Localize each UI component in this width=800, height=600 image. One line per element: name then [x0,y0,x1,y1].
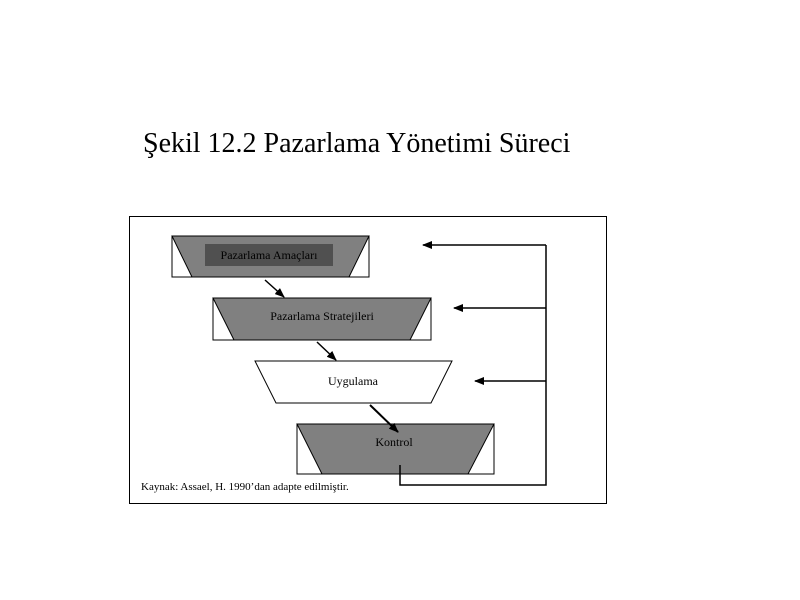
arrow-step1-to-step2 [264,279,285,298]
step-3-label: Uygulama [328,374,379,388]
arrow-step3-to-step4 [369,404,399,433]
step-2-label: Pazarlama Stratejileri [270,309,374,323]
feedback-loop [399,241,547,486]
step-2-box: Pazarlama Stratejileri [212,297,432,341]
diagram-frame [129,216,607,504]
step-1-box: Pazarlama Amaçları [171,235,370,278]
step-3-box: Uygulama [254,360,453,404]
source-note: Kaynak: Assael, H. 1990’dan adapte edilm… [141,481,349,493]
feedback-line [399,245,547,486]
figure-title: Şekil 12.2 Pazarlama Yönetimi Süreci [143,128,571,159]
step-1-label: Pazarlama Amaçları [221,248,319,262]
step-4-box: Kontrol [296,423,495,475]
arrow-step2-to-step3 [316,341,337,361]
step-1-label-bg [205,244,333,266]
step-4-label: Kontrol [375,435,413,449]
